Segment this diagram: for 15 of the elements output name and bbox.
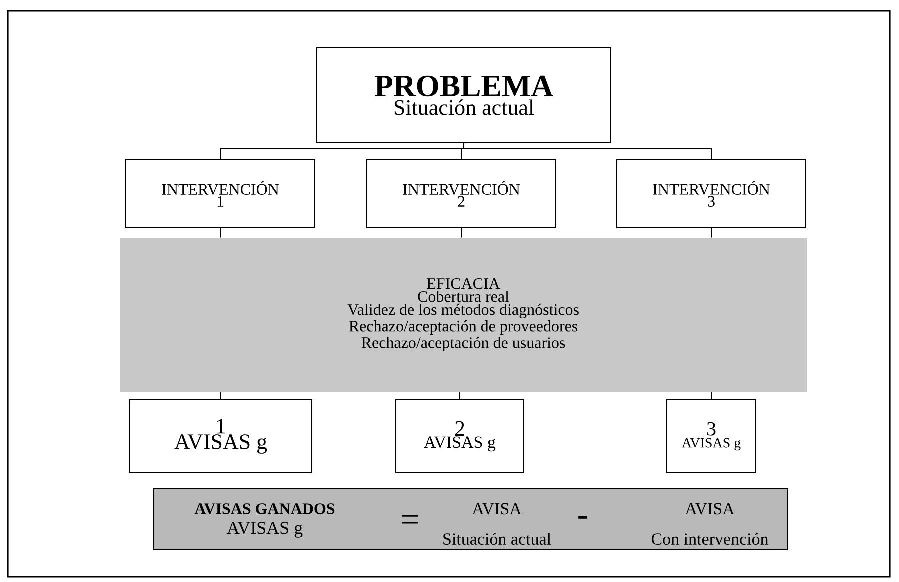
intervention-box: INTERVENCIÓN 1 — [126, 160, 316, 228]
intervention-box: INTERVENCIÓN 3 — [616, 160, 806, 228]
intervention-box: INTERVENCIÓN 2 — [366, 160, 556, 228]
formula-box: AVISAS GANADOS AVISAS g = AVISA Situación actual - AVISA Con intervención — [154, 488, 788, 550]
connector-line — [220, 392, 222, 400]
connector-line — [711, 228, 712, 238]
result-box: 3 AVISAS g — [666, 400, 756, 474]
connector-line — [711, 392, 712, 400]
connector-line — [220, 228, 221, 238]
connector-line — [461, 228, 462, 238]
connector-line — [464, 143, 712, 160]
result-box: 1 AVISAS g — [130, 400, 312, 474]
efficacy-band: EFICACIA Cobertura real Validez de los métodos diagnósticos Rechazo/aceptación de proveedores Rechazo/aceptación de usuarios — [120, 238, 807, 392]
result-box: 2 AVISAS g — [396, 400, 524, 474]
problem-box: PROBLEMA Situación actual — [316, 48, 612, 144]
